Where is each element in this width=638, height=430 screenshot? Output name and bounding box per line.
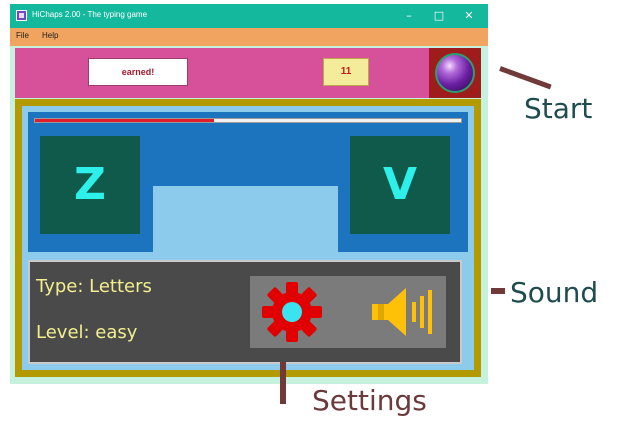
sound-callout-line [491,288,505,294]
gear-icon[interactable] [260,280,324,344]
next-letter: V [350,136,450,234]
info-panel: Type: Letters Level: easy [28,260,462,364]
progress-bar [34,118,462,123]
score-display: 11 [323,58,369,86]
minimize-button[interactable]: – [406,9,412,22]
app-icon [16,10,27,21]
menu-file[interactable]: File [16,31,29,40]
typing-slot [153,186,338,252]
target-letter: Z [40,136,140,234]
earned-message: earned! [88,58,188,86]
sound-callout-label: Sound [510,276,599,309]
speaker-icon[interactable] [366,282,438,342]
app-window: HiChaps 2.00 - The typing game – □ ✕ Fil… [10,4,488,384]
menu-help[interactable]: Help [42,31,59,40]
progress-bar-fill [35,119,214,122]
start-button[interactable] [429,48,481,98]
level-label: Level: easy [36,322,138,343]
start-callout-line [499,66,552,90]
type-label: Type: Letters [36,276,152,297]
top-bar: earned! 11 [15,48,481,98]
letters-panel: Z V [28,112,468,252]
game-area-inner: Z V Type: Letters Level: easy [22,106,474,370]
game-area: Z V Type: Letters Level: easy [15,99,481,377]
settings-callout-label: Settings [312,384,427,417]
settings-callout-line [280,362,286,404]
start-callout-label: Start [524,92,593,125]
menu-bar: File Help [10,28,488,46]
icon-bar [250,276,446,348]
close-button[interactable]: ✕ [464,9,474,22]
maximize-button[interactable]: □ [433,9,445,22]
window-title: HiChaps 2.00 - The typing game [32,10,148,19]
title-bar: HiChaps 2.00 - The typing game – □ ✕ [10,4,488,28]
purple-orb-icon [435,53,475,93]
